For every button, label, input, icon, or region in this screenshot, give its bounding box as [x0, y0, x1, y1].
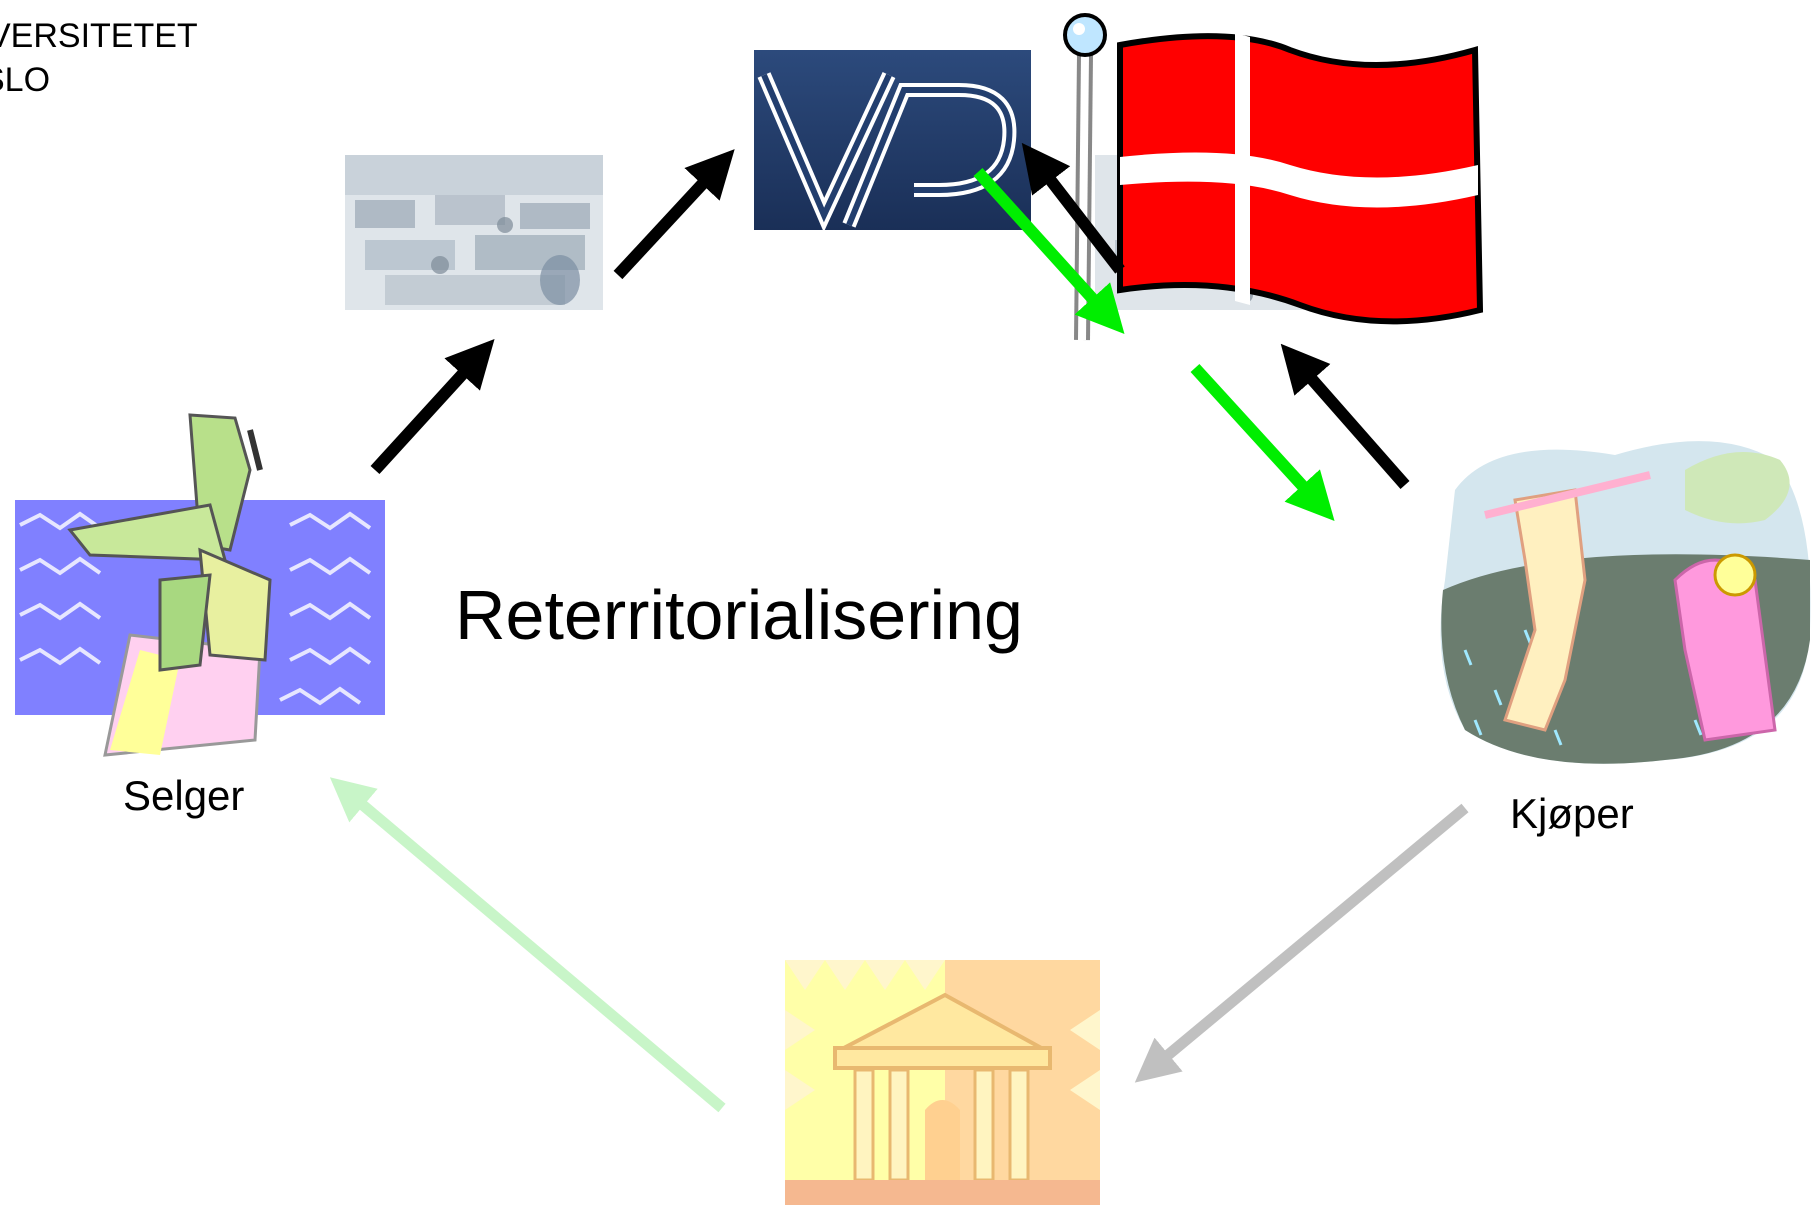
- university-line2: SLO: [0, 61, 51, 99]
- seller-clipart: [15, 413, 385, 757]
- arrow-bank-to-seller-faded: [329, 777, 726, 1113]
- diagram-title: Reterritorialisering: [455, 576, 1023, 654]
- arrow-broker-to-vp: [613, 149, 735, 280]
- arrow-buyer-to-bank-grey: [1134, 803, 1469, 1083]
- arrow-buyer-to-broker: [1280, 343, 1410, 489]
- bank-building-clipart: [785, 960, 1100, 1205]
- trading-room-image: [345, 155, 603, 310]
- arrow-seller-to-broker: [370, 339, 495, 475]
- buyer-golf-clipart: [1440, 441, 1811, 764]
- university-line1: VERSITETET: [0, 17, 198, 55]
- arrow-vp-to-broker-green: [973, 167, 1125, 335]
- danish-flag: [1063, 13, 1484, 341]
- university-header: VERSITETET SLO: [0, 14, 198, 102]
- arrow-flag-to-vp: [1021, 142, 1125, 274]
- seller-label: Selger: [123, 772, 245, 819]
- buyer-label: Kjøper: [1510, 790, 1634, 837]
- arrow-broker-to-buyer-green: [1190, 363, 1335, 521]
- vp-logo: [754, 50, 1031, 230]
